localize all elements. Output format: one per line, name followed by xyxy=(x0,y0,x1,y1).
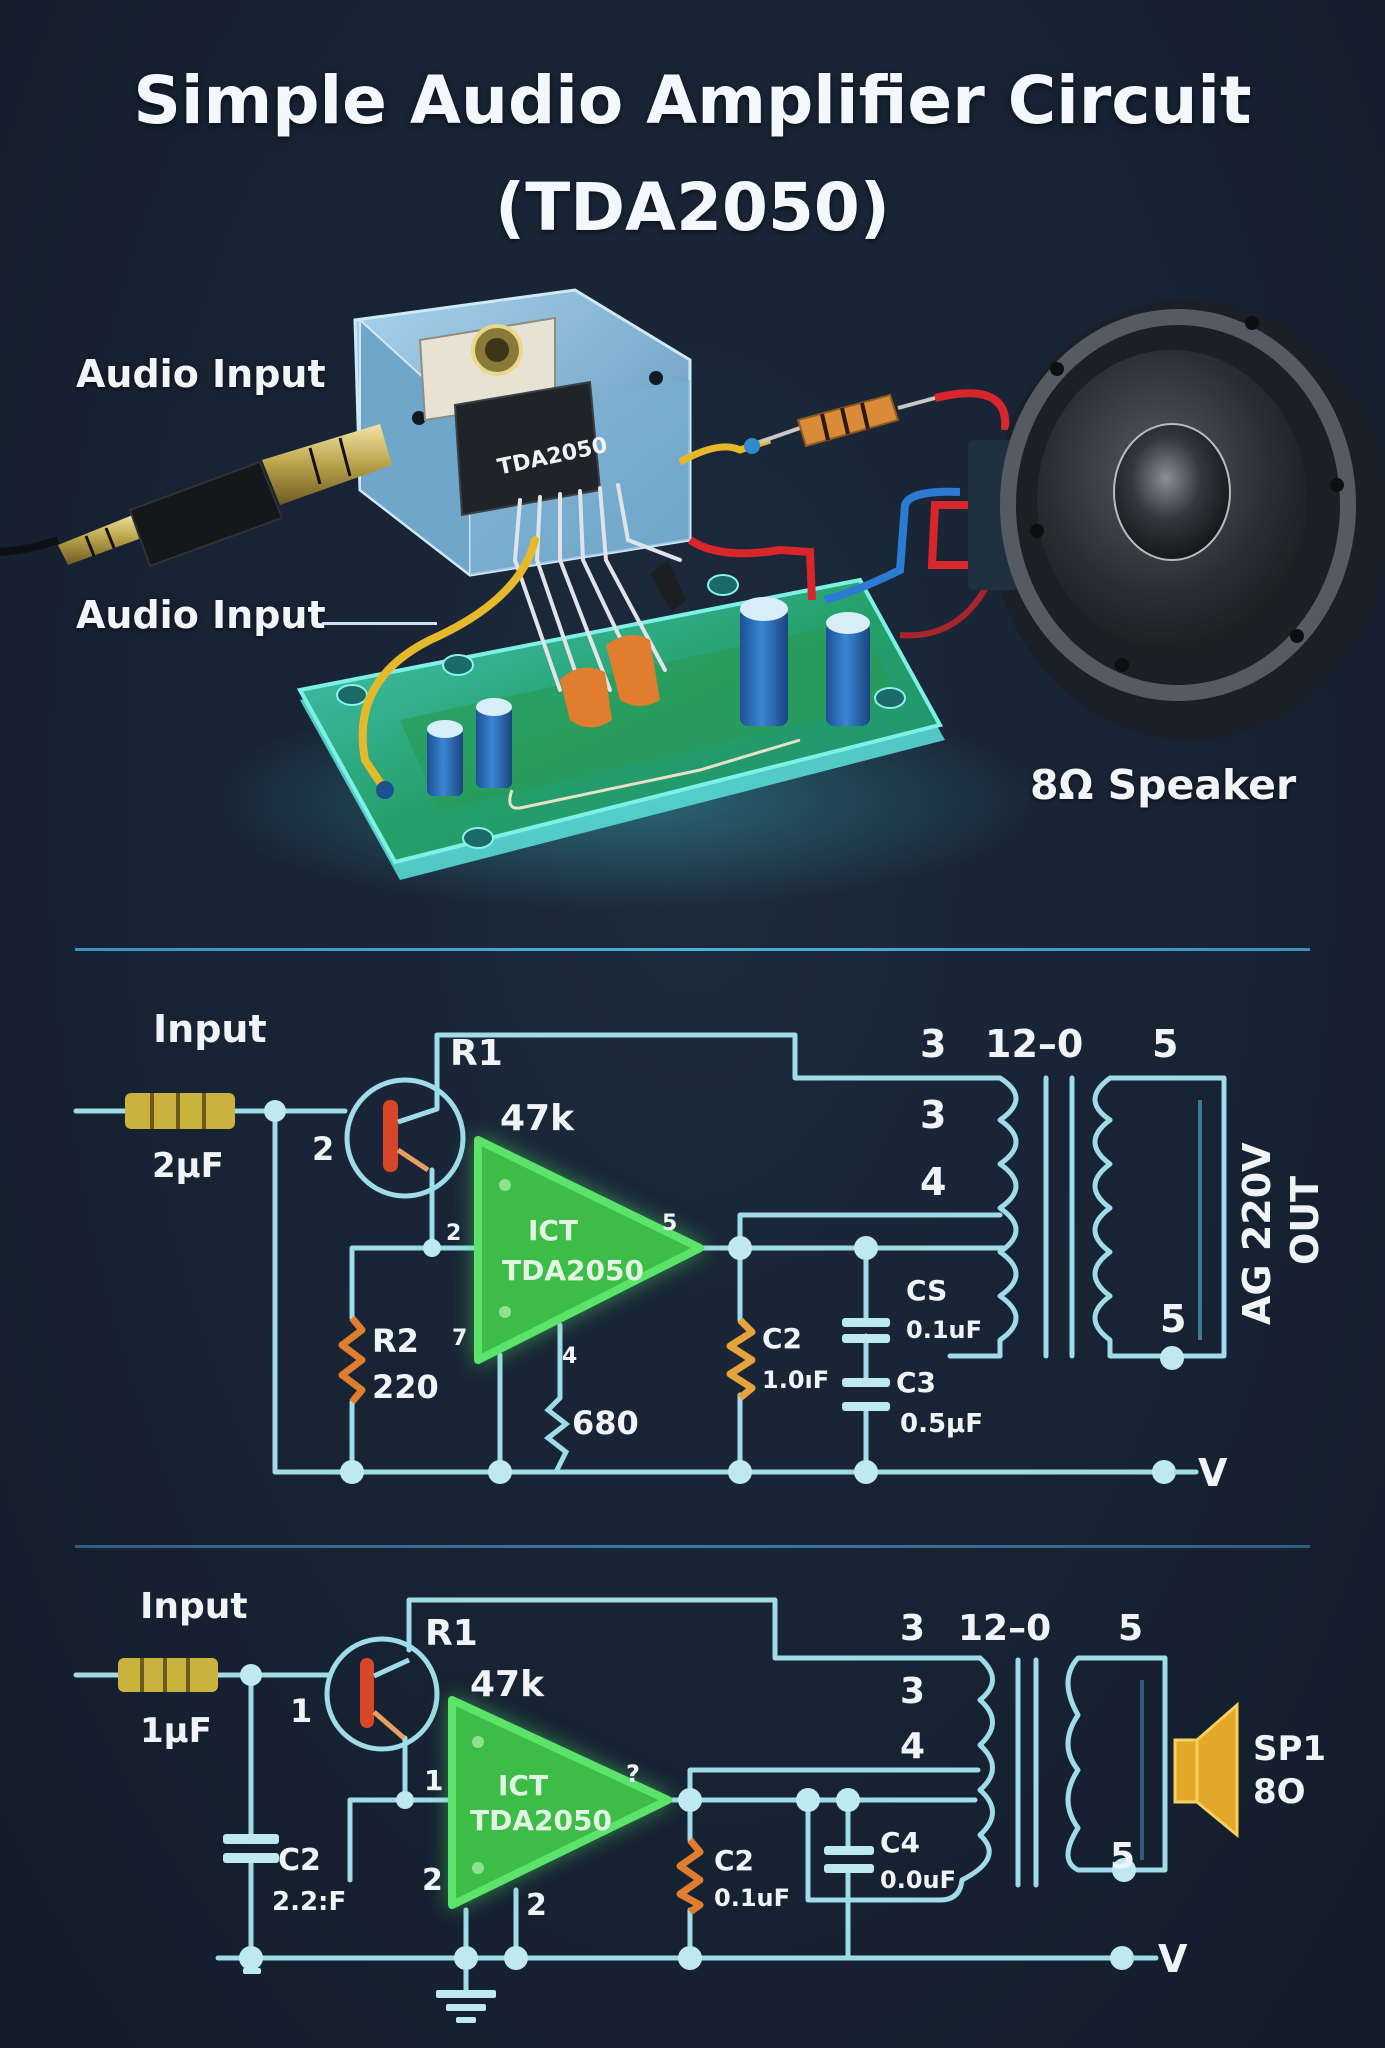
secondary-tap-2: 5 xyxy=(1110,1836,1135,1877)
audio-input-label-top: Audio Input xyxy=(76,352,326,396)
r2-value: 220 xyxy=(372,1368,439,1406)
primary-tap-2: 4 xyxy=(920,1160,946,1204)
pcb-capacitors xyxy=(427,597,870,796)
output-label-line1: AG 220V xyxy=(1235,1142,1279,1325)
c2-shunt-value: 2.2:F xyxy=(272,1887,346,1917)
c4-label: C4 xyxy=(880,1826,920,1859)
ic-tda2050-2 xyxy=(448,1696,672,1909)
red-loop-wire xyxy=(927,501,975,569)
audio-input-pointer-line xyxy=(322,622,437,625)
speaker-label: 8Ω Speaker xyxy=(1030,761,1297,809)
ic-tda2050-1 xyxy=(474,1136,704,1364)
component-c2-1 xyxy=(726,1317,756,1401)
c4-value: 0.0uF xyxy=(880,1866,956,1894)
red-wire xyxy=(934,389,1010,431)
ic-pin-fb-2: 2 xyxy=(422,1863,443,1898)
capacitor-c4 xyxy=(824,1846,874,1873)
ic-pin-fb-1: 7 xyxy=(452,1326,467,1351)
input-cap-value-1: 2μF xyxy=(152,1146,224,1186)
input-cap-value-2: 1μF xyxy=(140,1711,212,1751)
secondary-tap-1: 5 xyxy=(1160,1297,1186,1341)
ic-label-line1-2: ICT xyxy=(498,1769,548,1802)
resistor-r2 xyxy=(338,1315,366,1405)
page-subtitle: (TDA2050) xyxy=(495,169,890,246)
transformer-top-label-a-1: 3 xyxy=(920,1022,946,1066)
resistor-top xyxy=(744,393,936,454)
schematic-2-wires xyxy=(73,1597,1168,2023)
output-label-line2: OUT xyxy=(1283,1176,1327,1265)
c3-value: 0.5μF xyxy=(900,1409,983,1439)
transformer-top-label-c-2: 5 xyxy=(1118,1608,1143,1649)
resistor-680 xyxy=(543,1396,571,1474)
capacitor-c3 xyxy=(842,1378,890,1411)
speaker-label-sp1: SP1 xyxy=(1253,1729,1326,1769)
ic-pin-in-1: 2 xyxy=(446,1221,461,1246)
input-capacitor-1 xyxy=(125,1093,235,1129)
transformer-top-label-a-2: 3 xyxy=(900,1608,925,1649)
dark-red-wire xyxy=(899,578,993,639)
page-title: Simple Audio Amplifier Circuit xyxy=(133,62,1252,139)
cs-value: 0.1uF xyxy=(906,1316,982,1344)
red-wire-2 xyxy=(687,536,816,601)
diode xyxy=(650,560,686,612)
audio-input-label-bottom: Audio Input xyxy=(76,593,326,637)
speaker xyxy=(968,300,1385,740)
c2-shunt-label: C2 xyxy=(278,1843,321,1878)
transistor-pin-1: 2 xyxy=(312,1130,334,1168)
transistor-r1-2 xyxy=(324,1636,440,1752)
c2-label-1: C2 xyxy=(762,1322,802,1355)
c2-value-1: 1.0ıF xyxy=(762,1366,829,1394)
yellow-wire-top xyxy=(678,436,772,466)
r2-label: R2 xyxy=(372,1322,419,1360)
input-label-1: Input xyxy=(153,1007,267,1051)
primary-tap-2-2: 4 xyxy=(900,1726,925,1767)
capacitor-cs xyxy=(842,1318,890,1343)
amplifier-illustration: TDA2050 xyxy=(0,288,1385,910)
ic-pin-gnd-1: 4 xyxy=(562,1344,577,1369)
ic-chip: TDA2050 xyxy=(418,316,682,702)
ic-pin-gnd-2: 2 xyxy=(526,1888,547,1923)
transformer-top-label-b-2: 12–0 xyxy=(958,1608,1051,1649)
audio-jack-plug xyxy=(0,424,392,568)
ic-label-line2-2: TDA2050 xyxy=(470,1804,612,1837)
input-capacitor-2 xyxy=(118,1658,218,1692)
schematic-1-nodes xyxy=(264,1100,1184,1484)
transistor-pin-2: 1 xyxy=(290,1692,312,1730)
input-label-2: Input xyxy=(140,1586,248,1627)
section-divider xyxy=(75,948,1310,951)
transistor-value-2: 47k xyxy=(470,1664,545,1705)
capacitor-c2-shunt xyxy=(223,1834,279,1863)
c2-value-2: 0.1uF xyxy=(714,1884,790,1912)
resistor-680-value: 680 xyxy=(572,1404,639,1442)
primary-tap-1: 3 xyxy=(920,1093,946,1137)
primary-tap-1-2: 3 xyxy=(900,1671,925,1712)
ic-pin-in-2: 1 xyxy=(424,1764,443,1797)
c3-label: C3 xyxy=(896,1366,936,1399)
cs-label: CS xyxy=(906,1274,947,1307)
transistor-label-2: R1 xyxy=(425,1613,478,1654)
c2-label-2: C2 xyxy=(714,1844,754,1877)
blue-wire xyxy=(823,487,961,604)
transistor-label-1: R1 xyxy=(450,1033,503,1074)
yellow-wire xyxy=(358,536,539,794)
wire-terminal xyxy=(376,781,394,799)
ic-pin-out-1: 5 xyxy=(662,1211,677,1236)
transformer-top-label-b-1: 12–0 xyxy=(985,1022,1083,1066)
rail-label-2: V xyxy=(1158,1937,1188,1981)
ic-label-line2-1: TDA2050 xyxy=(502,1254,644,1287)
rail-label-1: V xyxy=(1198,1451,1228,1495)
transistor-value-1: 47k xyxy=(500,1098,575,1139)
ic-label-line1-1: ICT xyxy=(528,1214,578,1247)
pcb-resistors xyxy=(560,635,660,728)
section-divider xyxy=(75,1545,1310,1548)
speaker-symbol-sp1 xyxy=(1173,1701,1239,1839)
transformer-top-label-c-1: 5 xyxy=(1152,1022,1178,1066)
component-c2-2 xyxy=(676,1837,704,1915)
speaker-value-sp1: 8O xyxy=(1253,1772,1306,1812)
ic-pin-out-2: ? xyxy=(626,1760,640,1788)
transistor-r1 xyxy=(344,1077,466,1199)
schematic-2-nodes xyxy=(239,1664,1136,1970)
schematic-1-wires xyxy=(73,1032,1227,1475)
